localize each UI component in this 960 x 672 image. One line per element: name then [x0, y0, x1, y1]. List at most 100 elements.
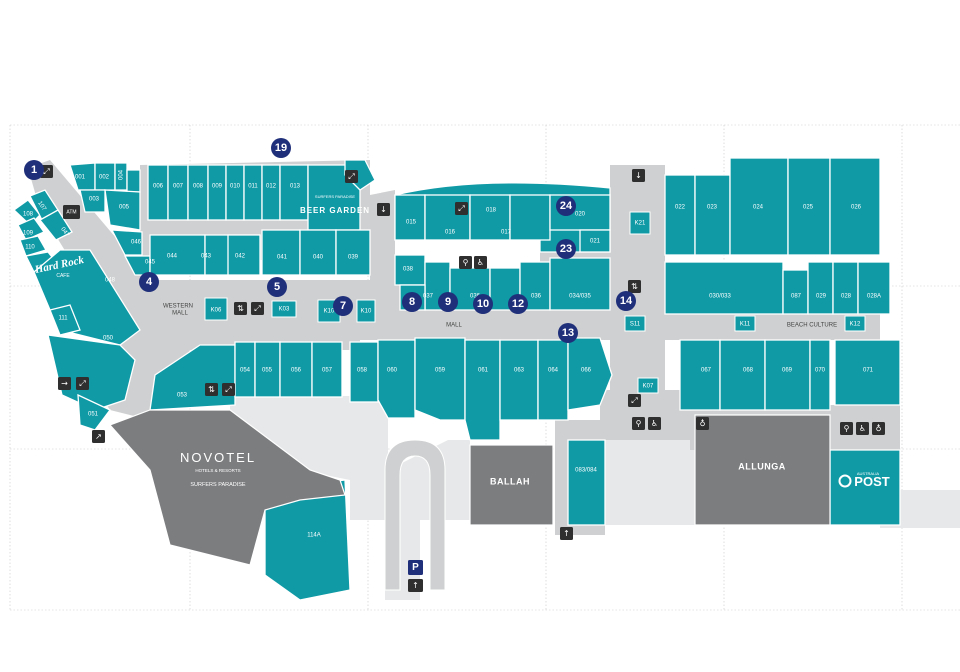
outdoor-area-east: [605, 440, 695, 525]
svg-text:036: 036: [470, 294, 481, 300]
svg-text:5: 5: [274, 281, 280, 293]
svg-text:058: 058: [357, 368, 368, 374]
svg-text:K12: K12: [850, 322, 861, 328]
entrance-arrow-icon: ↑: [560, 527, 573, 540]
marker-13[interactable]: 13: [558, 323, 578, 343]
svg-text:030/033: 030/033: [709, 294, 731, 300]
marker-12[interactable]: 12: [508, 294, 528, 314]
marker-4[interactable]: 4: [139, 272, 159, 292]
marker-1[interactable]: 1: [24, 160, 44, 180]
marker-10[interactable]: 10: [473, 294, 493, 314]
svg-text:↑: ↑: [563, 529, 570, 538]
svg-text:023: 023: [707, 205, 718, 211]
svg-text:012: 012: [266, 184, 277, 190]
svg-text:067: 067: [701, 368, 712, 374]
svg-text:107: 107: [36, 201, 47, 213]
svg-text:10: 10: [477, 298, 489, 310]
svg-text:018: 018: [486, 208, 497, 214]
svg-text:♿: ♿: [859, 424, 866, 433]
marker-23[interactable]: 23: [556, 239, 576, 259]
accessible-icon: ♿: [856, 422, 869, 435]
svg-text:001: 001: [75, 175, 86, 181]
map-markers[interactable]: 1 4 5 7 8 9 10 12 13 14 19 23 24: [24, 138, 636, 343]
accessible-icon: ♿: [474, 256, 487, 269]
baby-change-icon: ♁: [872, 422, 885, 435]
allunga-building: [694, 414, 831, 526]
atm-icon-label: ATM: [66, 210, 76, 216]
lift-icon: ⇅: [628, 280, 641, 293]
svg-text:⚲: ⚲: [636, 419, 642, 428]
svg-text:⤢: ⤢: [347, 172, 354, 181]
svg-text:13: 13: [562, 327, 574, 339]
svg-text:025: 025: [803, 205, 814, 211]
svg-text:⤢: ⤢: [457, 204, 464, 213]
svg-text:051: 051: [88, 412, 99, 418]
svg-text:047: 047: [59, 227, 70, 239]
svg-text:037: 037: [423, 294, 434, 300]
svg-text:109: 109: [23, 231, 34, 237]
svg-text:026: 026: [851, 205, 862, 211]
ballah-label: BALLAH: [490, 476, 530, 486]
svg-text:083/084: 083/084: [575, 468, 597, 474]
marker-7[interactable]: 7: [333, 296, 353, 316]
marker-5[interactable]: 5: [267, 277, 287, 297]
facility-icons: ⤢ ATM ⤢ ↓ ⤢ ⚲ ♿ ↓ ⇅ ⇅ ⤢ ⇅ ⤢ → ⤢ ↗ ⤢ ⚲ ♿ …: [40, 165, 885, 592]
entrance-arrow-icon: ↗: [92, 430, 105, 443]
marker-24[interactable]: 24: [556, 196, 576, 216]
svg-text:110: 110: [25, 245, 35, 251]
svg-text:017: 017: [501, 230, 512, 236]
novotel-location: SURFERS PARADISE: [190, 482, 246, 488]
svg-text:043: 043: [201, 254, 212, 260]
svg-text:048: 048: [105, 278, 116, 284]
west-wing-shops: [12, 162, 261, 431]
south-row-shops: [149, 337, 901, 601]
svg-text:053: 053: [177, 393, 188, 399]
svg-text:14: 14: [620, 295, 633, 307]
escalator-icon: ⤢: [76, 377, 89, 390]
marker-14[interactable]: 14: [616, 291, 636, 311]
svg-text:041: 041: [277, 255, 288, 261]
baby-change-icon: ♁: [696, 417, 709, 430]
svg-text:⚲: ⚲: [463, 258, 469, 267]
svg-text:BEACH CULTURE: BEACH CULTURE: [787, 323, 837, 329]
svg-text:008: 008: [193, 184, 204, 190]
svg-text:042: 042: [235, 254, 246, 260]
atm-icon: [63, 205, 80, 219]
toilets-icon: ⚲: [632, 417, 645, 430]
svg-text:020: 020: [575, 212, 586, 218]
marker-19[interactable]: 19: [271, 138, 291, 158]
svg-text:054: 054: [240, 368, 251, 374]
svg-text:⤢: ⤢: [224, 385, 231, 394]
svg-text:♁: ♁: [700, 419, 706, 428]
entrance-arrow-icon: →: [58, 377, 71, 390]
down-arrow-icon: ↓: [377, 203, 390, 216]
post-logo: POST: [854, 474, 889, 489]
outdoor-area: [230, 396, 470, 600]
parking-icon: P: [408, 560, 423, 575]
svg-text:⤢: ⤢: [253, 304, 260, 313]
svg-text:034/035: 034/035: [569, 294, 591, 300]
svg-text:061: 061: [478, 368, 489, 374]
svg-text:015: 015: [406, 220, 417, 226]
svg-text:046: 046: [131, 240, 142, 246]
svg-text:⤢: ⤢: [78, 379, 85, 388]
lift-icon: ⇅: [234, 302, 247, 315]
svg-text:108: 108: [23, 212, 34, 218]
svg-text:12: 12: [512, 298, 524, 310]
svg-text:055: 055: [262, 368, 273, 374]
svg-text:050: 050: [103, 336, 114, 342]
escalator-icon: ⤢: [628, 394, 641, 407]
marker-9[interactable]: 9: [438, 292, 458, 312]
svg-text:24: 24: [560, 200, 573, 212]
svg-text:044: 044: [167, 254, 178, 260]
svg-text:↓: ↓: [635, 171, 642, 180]
svg-text:♿: ♿: [477, 258, 484, 267]
svg-text:066: 066: [581, 368, 592, 374]
marker-8[interactable]: 8: [402, 292, 422, 312]
svg-text:♿: ♿: [651, 419, 658, 428]
svg-text:⇅: ⇅: [237, 304, 244, 313]
svg-text:4: 4: [146, 276, 153, 288]
post-logo-mark: [838, 474, 852, 488]
svg-text:003: 003: [89, 197, 100, 203]
